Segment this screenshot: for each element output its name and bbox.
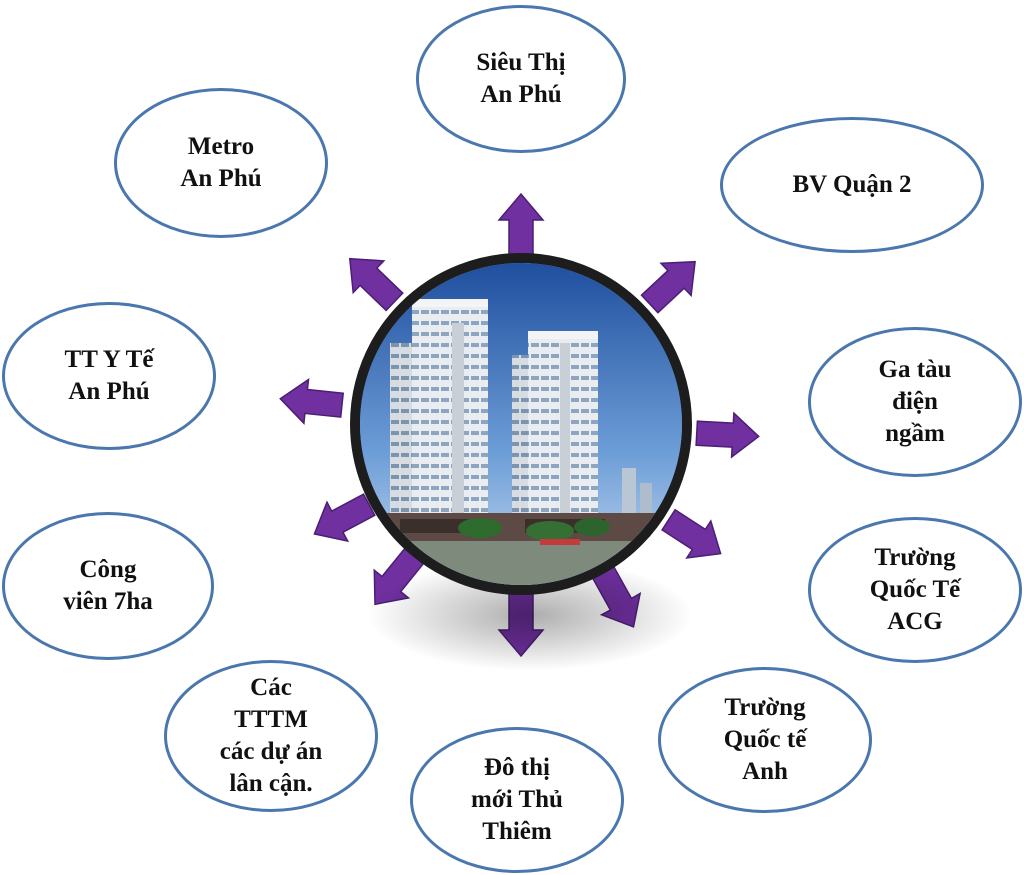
node-label: Metro An Phú	[180, 133, 262, 192]
node-label: BV Quận 2	[792, 171, 912, 198]
node-tt-y-te-an-phu: TT Y Tế An Phú	[2, 302, 216, 450]
center-building-image	[350, 253, 692, 595]
node-label: Trường Quốc Tế ACG	[869, 544, 961, 635]
node-truong-quoc-te-acg: Trường Quốc Tế ACG	[808, 517, 1022, 663]
node-label: Trường Quốc tế Anh	[723, 694, 807, 785]
node-label: Ga tàu điện ngầm	[878, 356, 952, 447]
node-metro-an-phu: Metro An Phú	[114, 88, 328, 238]
building-icon	[360, 263, 682, 585]
arrow-to-ga-tau	[695, 411, 760, 459]
arrow-to-sieu-thi	[497, 192, 545, 257]
node-cong-vien-7ha: Công viên 7ha	[2, 512, 214, 660]
node-ga-tau-dien-ngam: Ga tàu điện ngầm	[808, 327, 1022, 477]
arrow-to-truong-acg	[661, 508, 722, 559]
arrow-to-bv-quan-2	[640, 260, 696, 314]
node-label: Đô thị mới Thủ Thiêm	[471, 754, 563, 845]
arrow-to-tt-y-te	[279, 377, 345, 425]
node-label: Siêu Thị An Phú	[476, 49, 566, 108]
node-label: TT Y Tế An Phú	[64, 346, 154, 405]
node-do-thi-moi-thu-thiem: Đô thị mới Thủ Thiêm	[410, 727, 624, 873]
node-truong-quoc-te-anh: Trường Quốc tế Anh	[658, 667, 872, 813]
arrow-to-cong-vien	[313, 493, 376, 543]
node-cac-tttm: Các TTTM các dự án lân cận.	[164, 660, 378, 812]
node-label: Các TTTM các dự án lân cận.	[219, 674, 323, 797]
arrow-to-tttm	[373, 547, 425, 606]
node-bv-quan-2: BV Quận 2	[720, 117, 984, 253]
node-label: Công viên 7ha	[63, 556, 153, 615]
node-sieu-thi-an-phu: Siêu Thị An Phú	[416, 5, 626, 153]
arrow-to-metro	[348, 257, 404, 312]
arrow-to-do-thi	[497, 593, 545, 658]
arrow-to-truong-anh	[591, 565, 642, 628]
